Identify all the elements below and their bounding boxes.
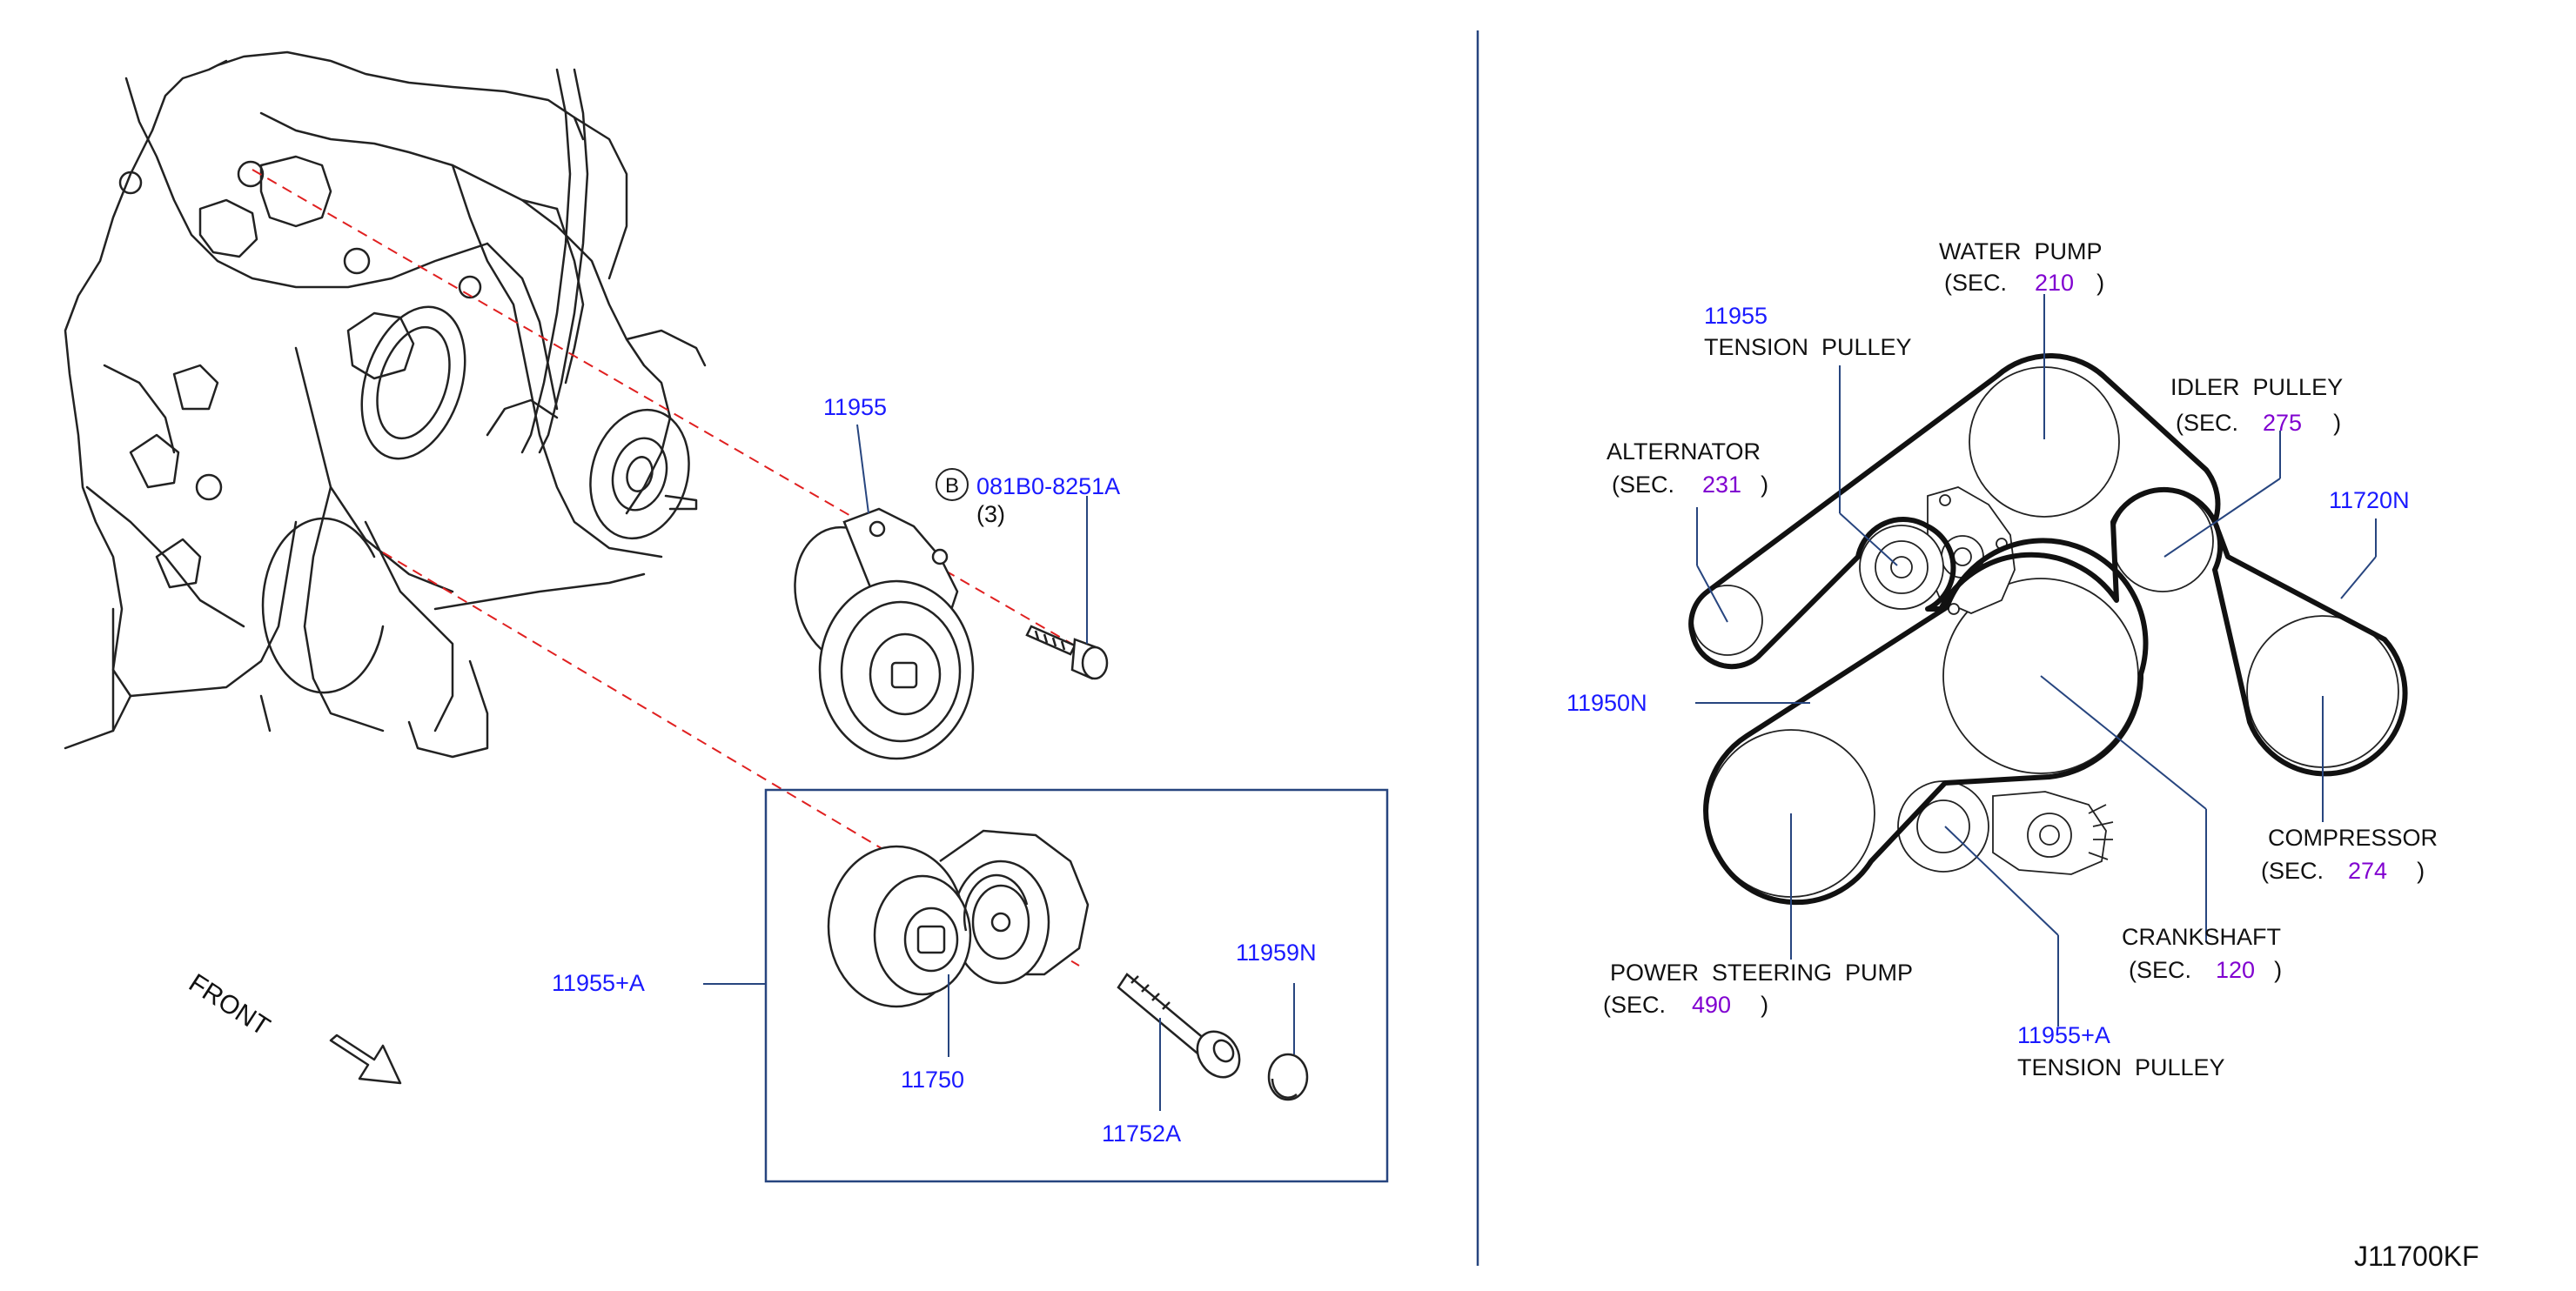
sec-close: ) — [2096, 270, 2105, 296]
tension-pulley-top-part: 11955 — [1704, 303, 1768, 329]
label-bolt-qty: (3) — [976, 501, 1005, 527]
diagram-reference-id: J11700KF — [2354, 1241, 2479, 1272]
belt-11950n-label: 11950N — [1566, 690, 1647, 716]
sec-prefix: (SEC. — [1603, 992, 1667, 1018]
label-11750: 11750 — [901, 1067, 965, 1093]
tension-pulley-bottom-part: 11955+A — [2017, 1022, 2110, 1048]
sec-number: 490 — [1692, 992, 1732, 1018]
dashed-leader-lines — [252, 169, 1080, 967]
sec-prefix: (SEC. — [1612, 472, 1675, 498]
engine-block-illustration — [64, 50, 707, 759]
tension-pulley-lower-schematic — [1897, 780, 2114, 875]
label-11959n: 11959N — [1236, 940, 1317, 966]
idler-pulley-sec: (SEC. 275) — [2176, 411, 2341, 435]
sec-prefix: (SEC. — [2261, 858, 2324, 884]
water-pump-sec: (SEC. 210) — [1944, 271, 2104, 295]
sec-prefix: (SEC. — [2129, 957, 2192, 983]
idler-pulley-name: IDLER PULLEY — [2170, 374, 2344, 400]
bolt-11752a-illustration — [1117, 973, 1241, 1079]
sec-close: ) — [2333, 410, 2342, 436]
sec-close: ) — [1761, 992, 1769, 1018]
tension-pulley-11955-illustration — [794, 507, 975, 760]
sec-prefix: (SEC. — [1944, 270, 2008, 296]
sec-number: 275 — [2263, 410, 2303, 436]
cap-11959n-illustration — [1267, 1053, 1309, 1101]
sec-number: 274 — [2348, 858, 2388, 884]
belt-11720n-label: 11720N — [2329, 487, 2410, 513]
front-direction-arrow — [329, 1033, 402, 1085]
compressor-sec: (SEC. 274) — [2261, 860, 2425, 883]
water-pump-name: WATER PUMP — [1939, 238, 2103, 264]
power-steering-name: POWER STEERING PUMP — [1610, 960, 1914, 986]
sec-close: ) — [2274, 957, 2283, 983]
assembly-11955a-frame — [764, 788, 1389, 1183]
label-11955a-assembly: 11955+A — [552, 970, 645, 996]
tension-pulley-bottom-name: TENSION PULLEY — [2017, 1054, 2225, 1080]
left-part-leaders — [856, 424, 1295, 1111]
drive-belts — [1688, 353, 2408, 906]
bolt-symbol-b: B — [936, 468, 969, 501]
belt-11720n — [1688, 353, 2408, 777]
bolt-081b0-illustration — [1025, 625, 1109, 680]
label-11955-left: 11955 — [823, 394, 888, 420]
sec-close: ) — [1761, 472, 1769, 498]
label-081b0-8251a: 081B0-8251A — [976, 473, 1121, 499]
power-steering-sec: (SEC. 490) — [1603, 993, 1768, 1017]
compressor-name: COMPRESSOR — [2268, 825, 2438, 851]
tensioner-11750-illustration — [827, 829, 1090, 1008]
alternator-name: ALTERNATOR — [1607, 438, 1761, 465]
right-part-leaders — [1695, 294, 2377, 1027]
sec-number: 210 — [2035, 270, 2075, 296]
belt-11950n — [1703, 538, 2149, 906]
sec-number: 231 — [1702, 472, 1742, 498]
crankshaft-sec: (SEC. 120) — [2129, 959, 2282, 982]
sec-prefix: (SEC. — [2176, 410, 2239, 436]
crankshaft-name: CRANKSHAFT — [2122, 924, 2282, 950]
label-11752a: 11752A — [1102, 1120, 1182, 1147]
bolt-symbol-letter: B — [945, 474, 959, 498]
tension-pulley-upper-schematic — [1859, 486, 2016, 615]
alternator-sec: (SEC. 231) — [1612, 473, 1768, 497]
sec-close: ) — [2417, 858, 2425, 884]
tension-pulley-top-name: TENSION PULLEY — [1704, 334, 1912, 360]
sec-number: 120 — [2216, 957, 2256, 983]
